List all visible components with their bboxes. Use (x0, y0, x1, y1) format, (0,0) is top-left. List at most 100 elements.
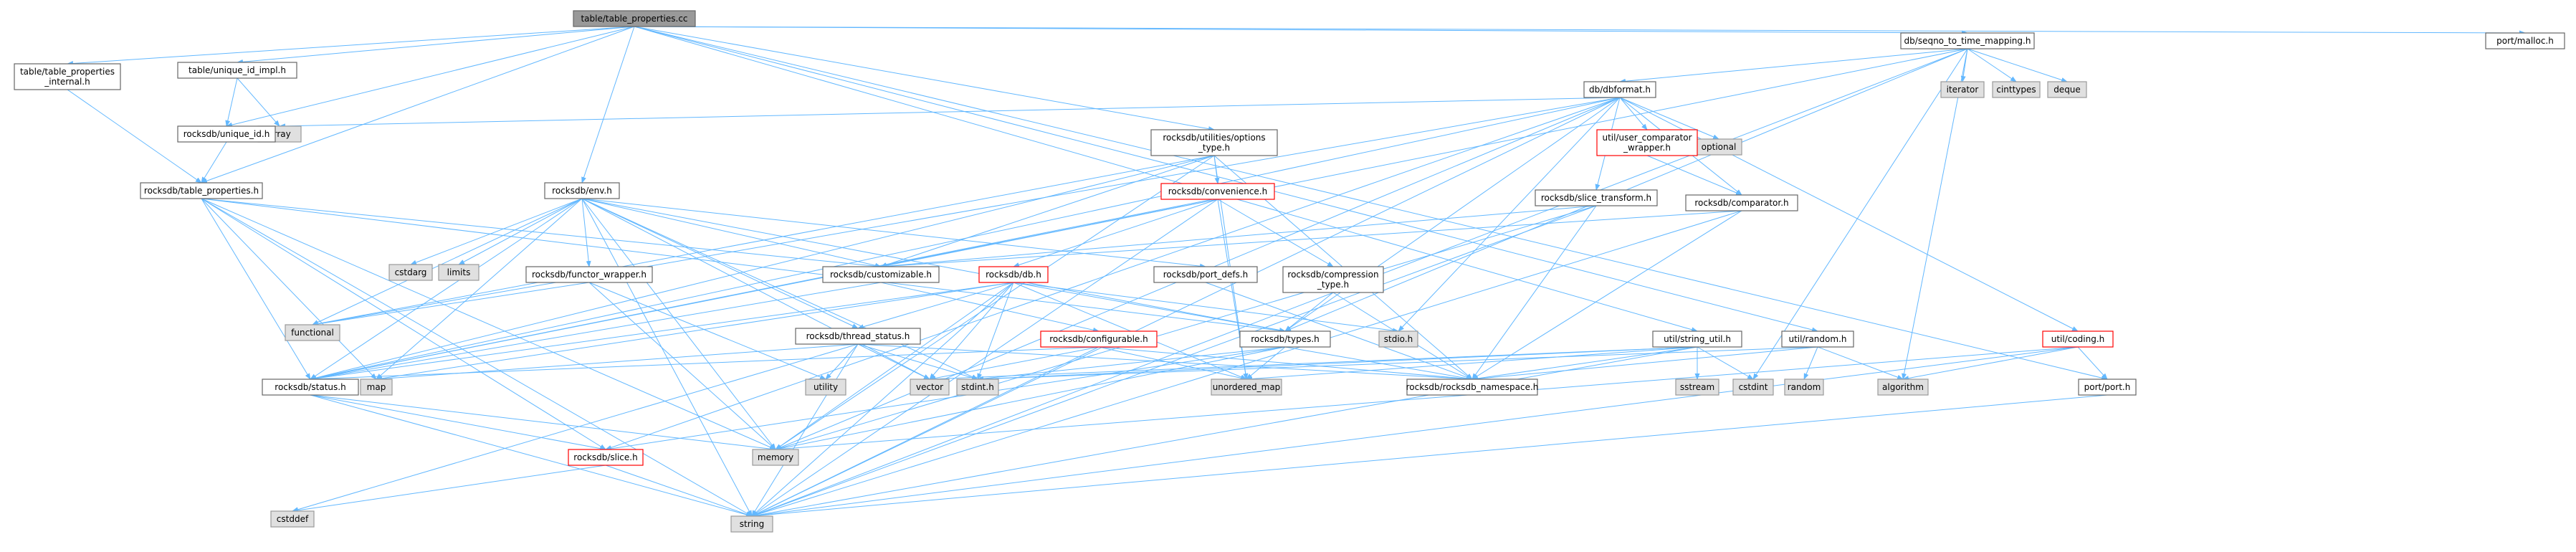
edge-env_h-to-limits (458, 198, 583, 265)
node-rocksdb-table-properties-h[interactable]: rocksdb/table_properties.h (140, 182, 263, 199)
edge-options_type_h-to-customizable_h (880, 155, 1215, 267)
edge (1284, 292, 1334, 332)
edge (410, 198, 583, 265)
edge-db_h-to-map (376, 282, 1014, 381)
edge (279, 97, 1621, 129)
node-functional: functional (285, 324, 340, 341)
edge-status_h-to-slice_h (310, 394, 606, 451)
node-configurable-h[interactable]: rocksdb/configurable.h (1040, 330, 1158, 348)
node-unique-id-h[interactable]: rocksdb/unique_id.h (177, 125, 276, 143)
edge (775, 346, 2079, 452)
node-label: rocksdb/env.h (552, 186, 612, 196)
node-coding-h[interactable]: util/coding.h (2042, 330, 2114, 348)
node-box (1940, 81, 1985, 98)
edge (237, 77, 280, 127)
edge-dbformat_h-to-optional (1619, 97, 1719, 140)
edge (310, 394, 776, 452)
node-table-properties-internal-h[interactable]: table/table_properties_internal.h (14, 63, 121, 90)
node-status-h[interactable]: rocksdb/status.h (262, 379, 359, 396)
edge (581, 198, 776, 450)
node-label: map (367, 382, 386, 392)
edge (225, 77, 238, 127)
node-memory: memory (752, 449, 799, 466)
edge-dbformat_h-to-status_h (310, 97, 1621, 381)
node-string-util-h[interactable]: util/string_util.h (1652, 330, 1742, 348)
node-label: utility (814, 382, 838, 392)
edge (775, 205, 1597, 451)
node-label: cstddef (277, 514, 309, 524)
node-box (2078, 379, 2137, 396)
edge-configurable_h-to-unordered_map (1098, 346, 1247, 381)
node-box (1685, 194, 1798, 211)
node-namespace-h[interactable]: rocksdb/rocksdb_namespace.h (1406, 379, 1539, 396)
edge-db_h-to-thread_status_h (857, 282, 1014, 330)
edge (226, 26, 635, 128)
node-unique-id-impl-h[interactable]: table/unique_id_impl.h (177, 62, 297, 79)
edge (201, 198, 606, 450)
edge (751, 346, 1698, 518)
edge-dbformat_h-to-user_comparator_wrapper_h (1619, 97, 1648, 130)
node-env-h[interactable]: rocksdb/env.h (544, 182, 620, 199)
node-user-comparator-wrapper-h[interactable]: util/user_comparator_wrapper.h (1596, 129, 1698, 156)
edge-options_type_h-to-status_h (310, 155, 1215, 381)
node-label: rocksdb/status.h (275, 382, 345, 392)
node-options-type-h[interactable]: rocksdb/utilities/options_type.h (1150, 129, 1278, 156)
edge-slice_h-to-cstddef (292, 465, 606, 513)
node-label: cstdint (1739, 382, 1768, 392)
node-convenience-h[interactable]: rocksdb/convenience.h (1160, 183, 1275, 200)
edge (310, 48, 1968, 381)
edge (310, 198, 583, 380)
node-thread-status-h[interactable]: rocksdb/thread_status.h (795, 328, 921, 345)
node-dbformat-h[interactable]: db/dbformat.h (1583, 81, 1656, 98)
node-customizable-h[interactable]: rocksdb/customizable.h (822, 266, 940, 283)
node-label: rocksdb/configurable.h (1049, 334, 1148, 344)
edge (634, 26, 1215, 132)
node-db-h[interactable]: rocksdb/db.h (978, 266, 1049, 283)
node-box (270, 510, 315, 528)
node-box (1781, 330, 1854, 348)
edge-functor_wrapper_h-to-functional (312, 282, 590, 327)
node-box (1877, 379, 1929, 396)
edge (1619, 48, 1968, 84)
edge-random_h-to-stdint_h (977, 346, 1818, 382)
node-box (730, 515, 773, 533)
node-table-properties-cc[interactable]: table/table_properties.cc (573, 10, 696, 27)
edge (201, 198, 1286, 333)
edge (201, 198, 311, 380)
edge-configurable_h-to-status_h (310, 346, 1099, 382)
edge (201, 141, 227, 184)
edge-types_h-to-memory (775, 346, 1286, 451)
node-label: rocksdb/table_properties.h (144, 186, 259, 196)
node-box (1153, 266, 1258, 283)
node-types-h[interactable]: rocksdb/types.h (1239, 330, 1331, 348)
node-slice-h[interactable]: rocksdb/slice.h (568, 449, 644, 466)
node-label: string (740, 519, 764, 529)
node-label: rocksdb/port_defs.h (1163, 270, 1249, 280)
edge (1902, 48, 1968, 380)
edge (634, 26, 2108, 381)
edge-env_h-to-cstdarg (410, 198, 583, 265)
edge (751, 394, 2108, 518)
edge (929, 282, 1014, 380)
node-compression-type-h[interactable]: rocksdb/compression_type.h (1282, 266, 1384, 293)
node-label: _type.h (1198, 143, 1230, 153)
node-seqno-h[interactable]: db/seqno_to_time_mapping.h (1900, 32, 2035, 49)
node-box (2047, 81, 2087, 98)
node-port-defs-h[interactable]: rocksdb/port_defs.h (1153, 266, 1258, 283)
node-malloc-h[interactable]: port/malloc.h (2485, 32, 2565, 49)
edge-dbformat_h-to-functional (312, 97, 1621, 327)
edge-table_properties_cc-to-table_properties_internal_h (67, 26, 635, 66)
edge (751, 210, 1742, 517)
node-functor-wrapper-h[interactable]: rocksdb/functor_wrapper.h (525, 266, 653, 283)
edge (1619, 97, 1719, 140)
node-comparator-h[interactable]: rocksdb/comparator.h (1685, 194, 1798, 211)
edge (1013, 282, 1286, 333)
node-box (2485, 32, 2565, 49)
node-slice-transform-h[interactable]: rocksdb/slice_transform.h (1535, 189, 1658, 206)
edge (977, 282, 1014, 380)
node-port-h[interactable]: port/port.h (2078, 379, 2137, 396)
node-box (1239, 330, 1331, 348)
edge (458, 198, 583, 265)
node-random-h[interactable]: util/random.h (1781, 330, 1854, 348)
edge (751, 346, 2079, 518)
